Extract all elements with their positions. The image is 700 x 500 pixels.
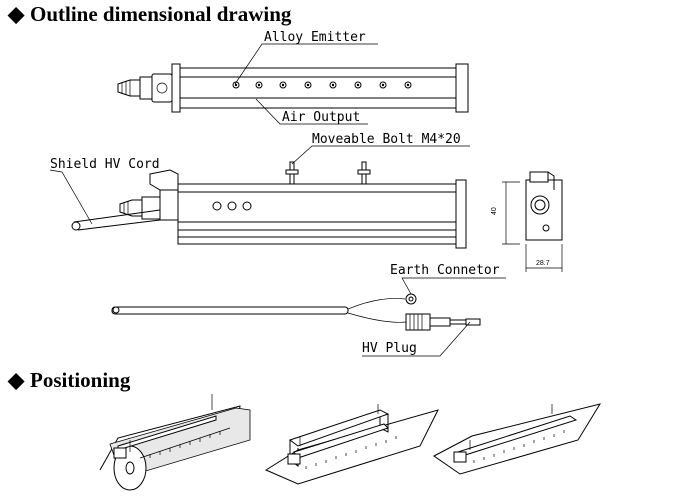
section-bullet-icon: ◆: [7, 2, 25, 26]
air-output-label: Air Output: [282, 110, 360, 125]
shield-hv-cord-leader: [49, 169, 93, 225]
shield-hv-cord-label: Shield HV Cord: [50, 157, 160, 172]
moveable-bolt-label: Moveable Bolt M4*20: [312, 132, 461, 147]
positioning-sketch-flat: [433, 403, 602, 475]
moveable-bolt-leader: [291, 145, 470, 165]
hv-plug-leader: [362, 321, 471, 357]
height-dimension-label: 40: [491, 207, 498, 215]
end-view: [502, 171, 563, 272]
positioning-sketch-frame: [264, 404, 439, 485]
earth-connector-label: Earth Connetor: [390, 263, 500, 278]
outline-title: Outline dimensional drawing: [30, 2, 292, 26]
air-output-leader: [255, 98, 368, 125]
width-dimension-label: 28.7: [536, 260, 550, 267]
hv-plug-label: HV Plug: [362, 341, 417, 356]
earth-connector-leader: [401, 277, 506, 295]
top-view-bar: [117, 63, 469, 113]
side-view-bar: [71, 161, 467, 249]
positioning-sketch-roller: [99, 394, 251, 491]
alloy-emitter-row: [232, 81, 412, 89]
positioning-title: Positioning: [30, 368, 131, 392]
section-bullet-icon: ◆: [7, 368, 25, 392]
alloy-emitter-leader: [234, 43, 378, 85]
alloy-emitter-label: Alloy Emitter: [264, 30, 366, 45]
hv-cable: [111, 293, 481, 331]
